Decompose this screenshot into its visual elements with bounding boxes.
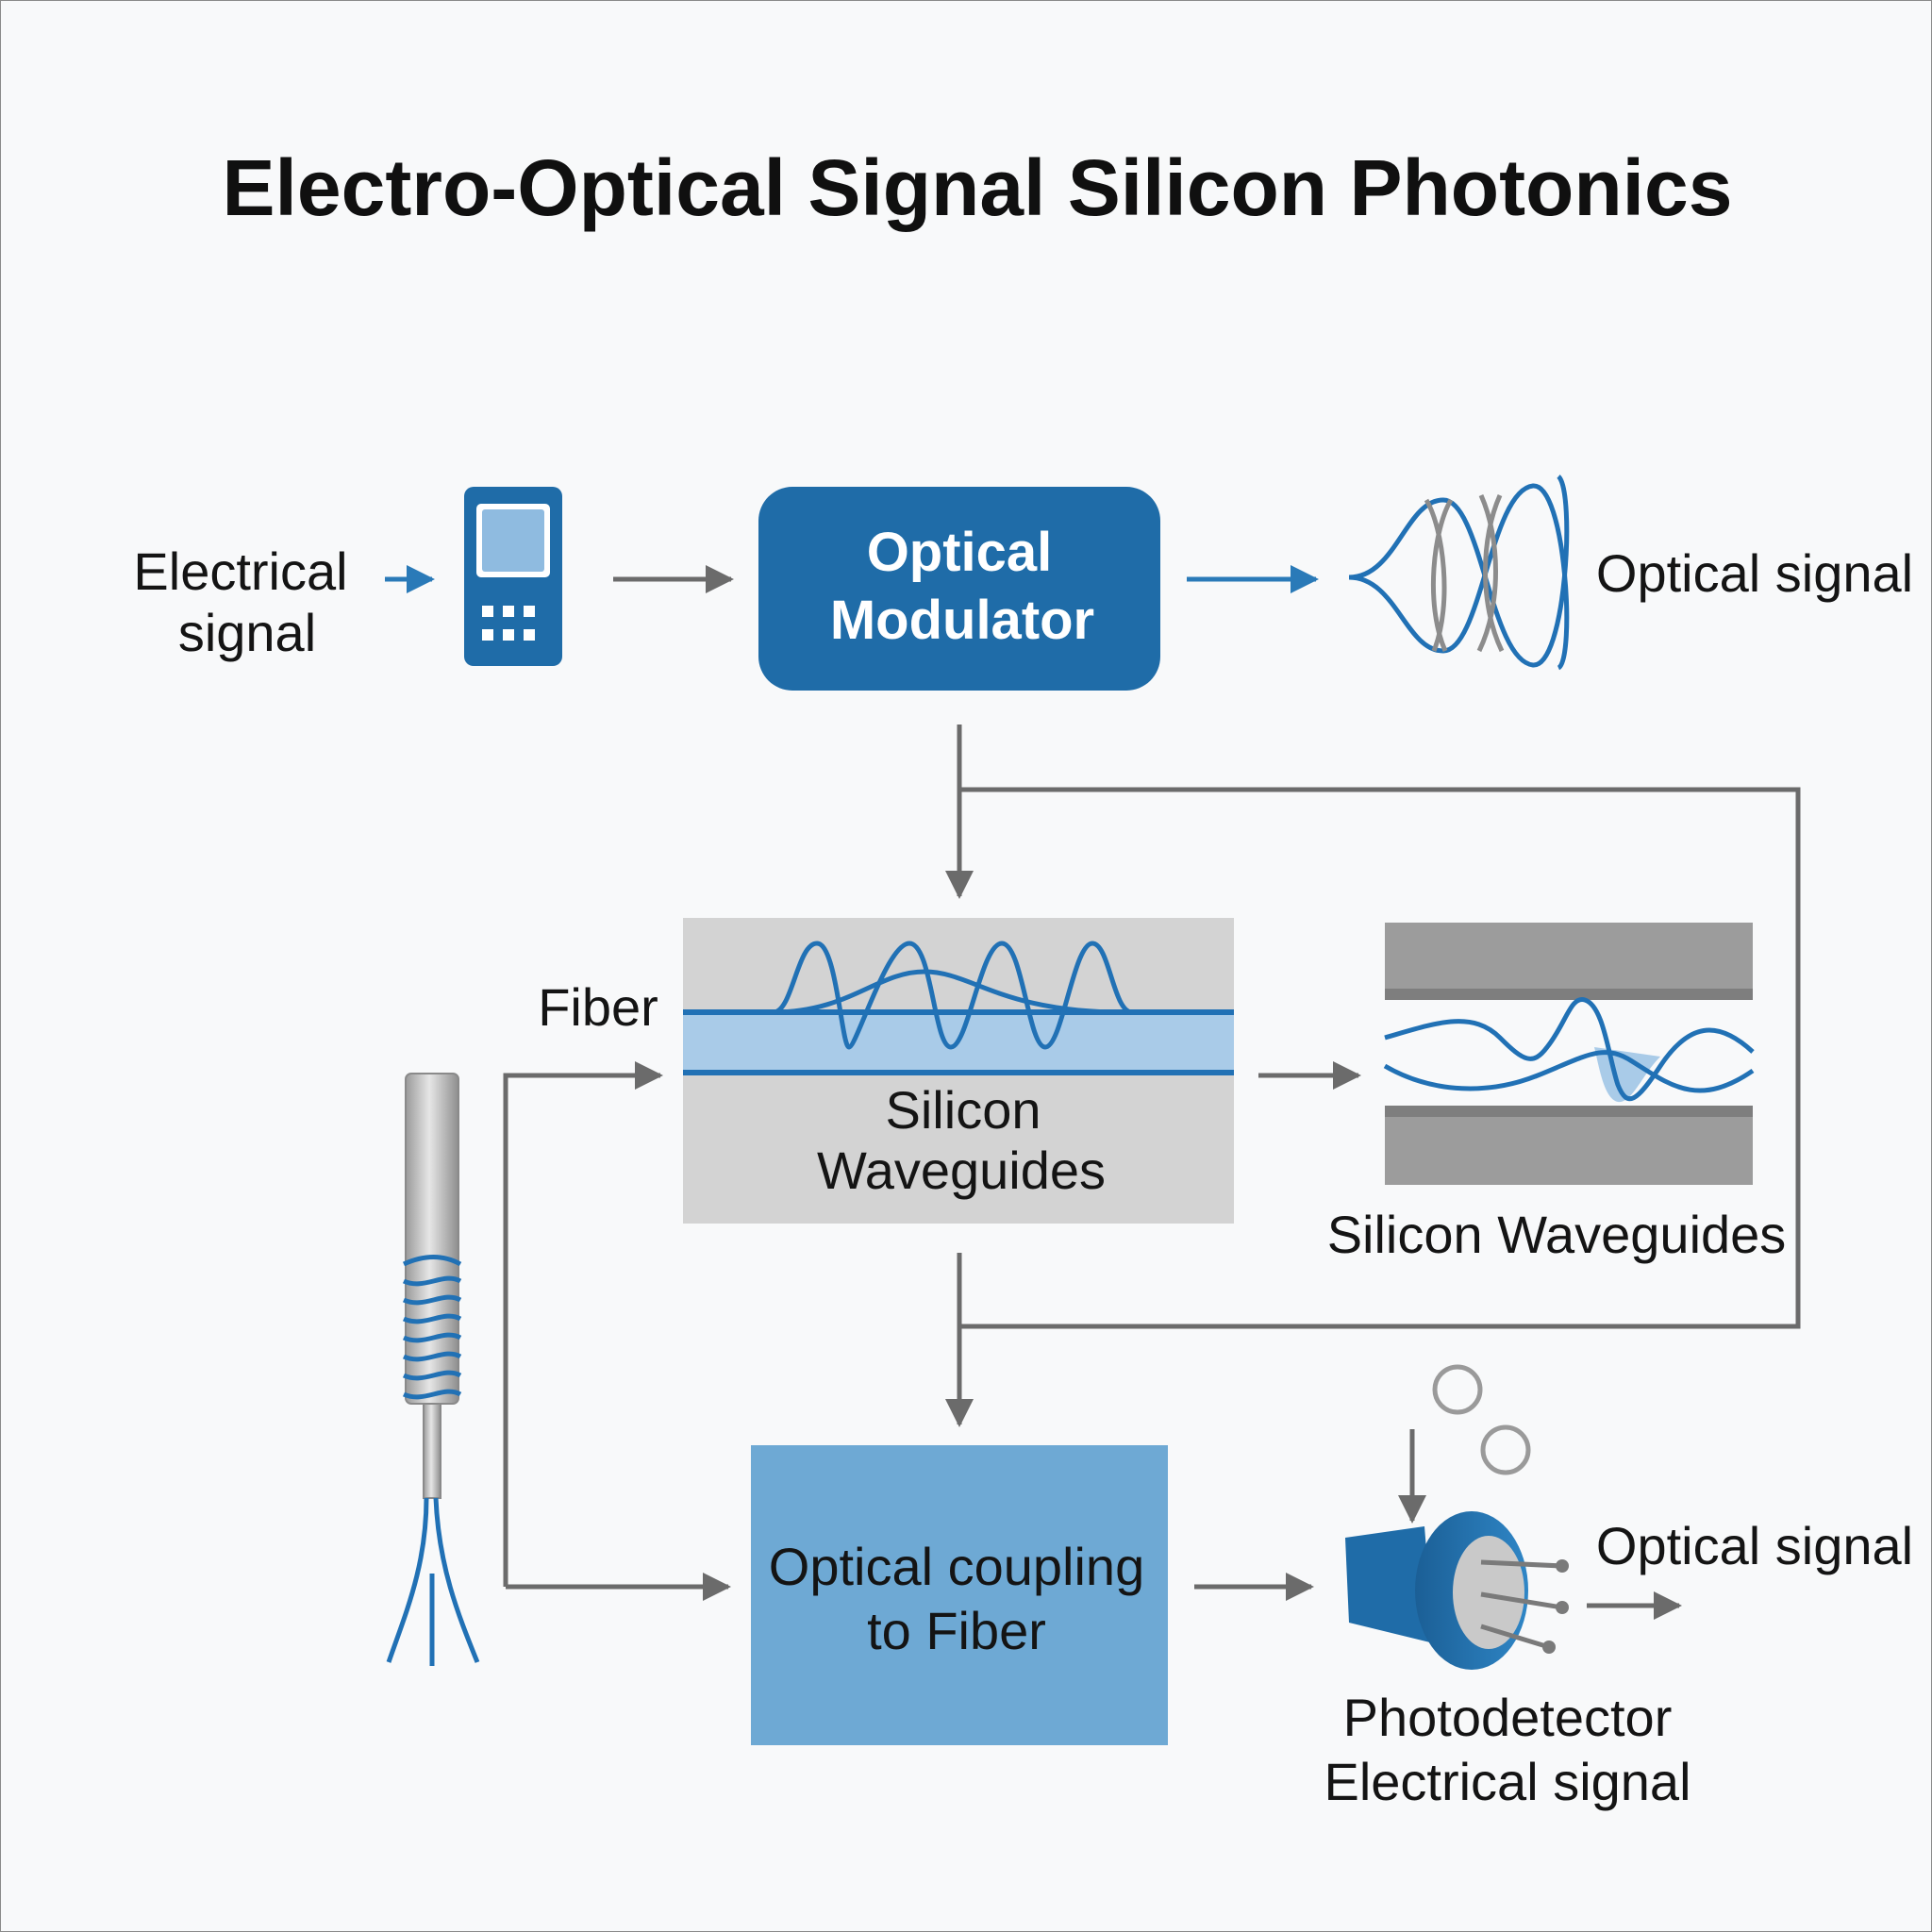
silicon-waveguides-label-line1: Silicon	[886, 1080, 1041, 1140]
coupling-label-line1: Optical coupling	[769, 1537, 1144, 1596]
photodetector-label-line1: Photodetector	[1343, 1688, 1673, 1747]
silicon-waveguides-box: Silicon Waveguides	[683, 918, 1234, 1224]
electrical-signal-label-line1: Electrical	[133, 541, 347, 601]
silicon-waveguides-label-line2: Waveguides	[817, 1141, 1106, 1200]
silicon-waveguides-right-label: Silicon Waveguides	[1327, 1205, 1787, 1264]
optical-modulator-label-line2: Modulator	[830, 590, 1094, 651]
optical-modulator-label-line1: Optical	[867, 522, 1053, 583]
optical-signal-bottom-label: Optical signal	[1596, 1516, 1913, 1575]
optical-wave-icon	[1348, 475, 1570, 671]
fiber-label: Fiber	[538, 977, 658, 1037]
page-title: Electro-Optical Signal Silicon Photonics	[223, 143, 1733, 232]
electrical-signal-label-line2: signal	[178, 603, 316, 662]
feedback-loop-connector	[959, 787, 1801, 1329]
phone-icon	[464, 487, 562, 666]
photodetector-label-line2: Electrical signal	[1324, 1752, 1690, 1811]
arrow-fiber-to-waveguides	[503, 1061, 663, 1587]
circle-icon	[1480, 1424, 1531, 1475]
optical-signal-top-label: Optical signal	[1596, 543, 1913, 603]
silicon-waveguides-detail	[1383, 923, 1755, 1185]
fiber-coil-icon	[386, 1073, 480, 1666]
optical-modulator-box: Optical Modulator	[758, 487, 1160, 691]
circle-icon	[1432, 1364, 1483, 1415]
optical-coupling-box: Optical coupling to Fiber	[751, 1445, 1168, 1745]
photodetector-icon	[1345, 1511, 1569, 1670]
coupling-label-line2: to Fiber	[867, 1601, 1046, 1660]
